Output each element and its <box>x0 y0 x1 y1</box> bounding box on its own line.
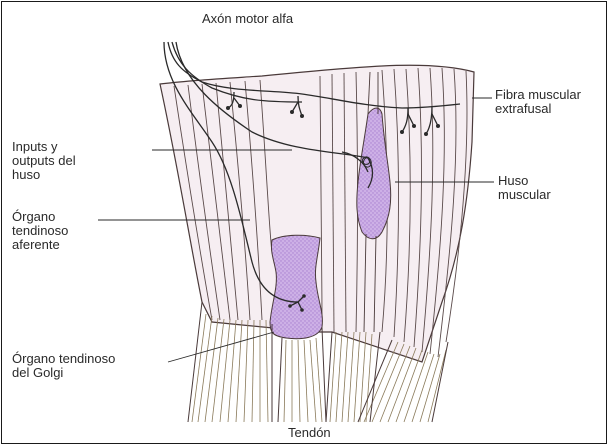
golgi-tendon-organ <box>270 235 322 338</box>
label-muscle-spindle: Huso muscular <box>498 174 551 202</box>
label-tendon: Tendón <box>288 426 331 440</box>
label-spindle-inputs-outputs: Inputs y outputs del huso <box>12 140 76 182</box>
label-alpha-motor-axon: Axón motor alfa <box>202 12 293 26</box>
label-golgi-tendon-organ: Órgano tendinoso del Golgi <box>12 352 115 380</box>
label-extrafusal-fiber: Fibra muscular extrafusal <box>495 88 581 116</box>
label-tendon-afferent-organ: Órgano tendinoso aferente <box>12 210 68 252</box>
